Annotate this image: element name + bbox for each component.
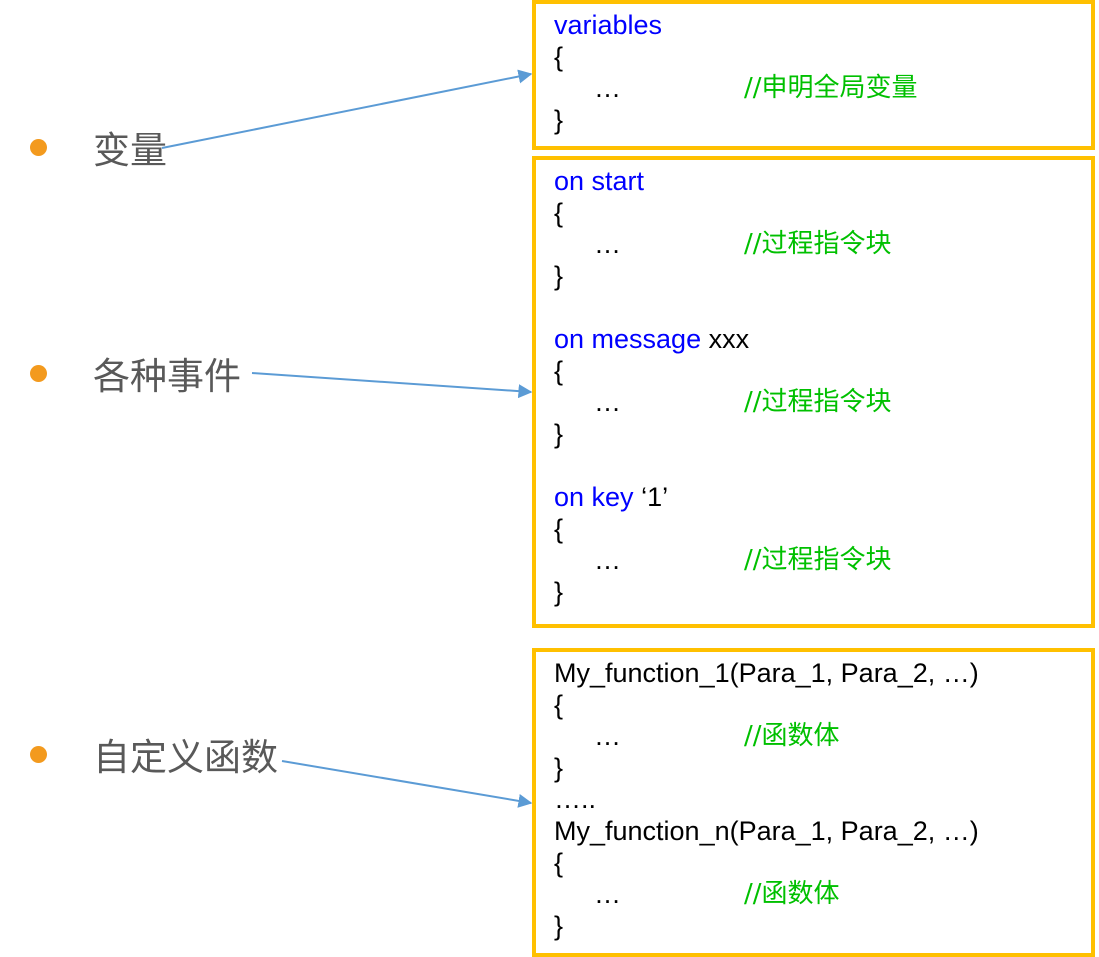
events-block: on start { … //过程指令块 } on message xxx { ……	[532, 156, 1095, 628]
on-message-arg: xxx	[701, 323, 750, 354]
open-brace: {	[554, 41, 564, 72]
functions-dots: …..	[554, 784, 597, 815]
on-key-keyword: on key	[554, 481, 634, 512]
bullet-label-functions: 自定义函数	[93, 736, 278, 779]
open-brace: {	[554, 355, 564, 386]
on-key-arg: ‘1’	[633, 481, 669, 512]
function-n-signature: My_function_n(Para_1, Para_2, …)	[554, 815, 979, 846]
on-message-keyword: on message	[554, 323, 702, 354]
function-1-signature: My_function_1(Para_1, Para_2, …)	[554, 658, 979, 688]
bullet-dot-icon	[30, 138, 47, 156]
on-message-comment: //过程指令块	[744, 387, 892, 418]
variables-block: variables { … //申明全局变量 }	[532, 0, 1095, 150]
on-start-keyword: on start	[554, 166, 645, 196]
on-key-comment: //过程指令块	[744, 545, 892, 576]
arrow-variables	[161, 69, 533, 149]
bullet-label-variables: 变量	[93, 129, 167, 172]
open-brace: {	[554, 689, 564, 720]
function-n-comment: //函数体	[744, 879, 840, 910]
open-brace: {	[554, 513, 564, 544]
ellipsis: …	[594, 387, 621, 418]
open-brace: {	[554, 847, 564, 878]
bullet-label-events: 各种事件	[93, 355, 241, 398]
variables-comment: //申明全局变量	[744, 73, 918, 104]
close-brace: }	[554, 104, 564, 135]
variables-keyword: variables	[554, 10, 663, 40]
ellipsis: …	[594, 879, 621, 910]
function-1-comment: //函数体	[744, 721, 840, 752]
bullet-functions: 自定义函数	[30, 727, 278, 781]
ellipsis: …	[594, 721, 621, 752]
close-brace: }	[554, 260, 564, 291]
close-brace: }	[554, 910, 564, 941]
arrow-functions	[281, 760, 533, 808]
bullet-dot-icon	[30, 745, 47, 763]
close-brace: }	[554, 418, 564, 449]
arrow-events	[251, 372, 533, 399]
ellipsis: …	[594, 545, 621, 576]
bullet-dot-icon	[30, 364, 47, 382]
functions-block: My_function_1(Para_1, Para_2, …) { … //函数…	[532, 648, 1095, 957]
bullet-variables: 变量	[30, 120, 167, 174]
ellipsis: …	[594, 73, 621, 104]
close-brace: }	[554, 576, 564, 607]
open-brace: {	[554, 197, 564, 228]
bullet-events: 各种事件	[30, 346, 241, 400]
ellipsis: …	[594, 229, 621, 260]
on-start-comment: //过程指令块	[744, 229, 892, 260]
close-brace: }	[554, 752, 564, 783]
